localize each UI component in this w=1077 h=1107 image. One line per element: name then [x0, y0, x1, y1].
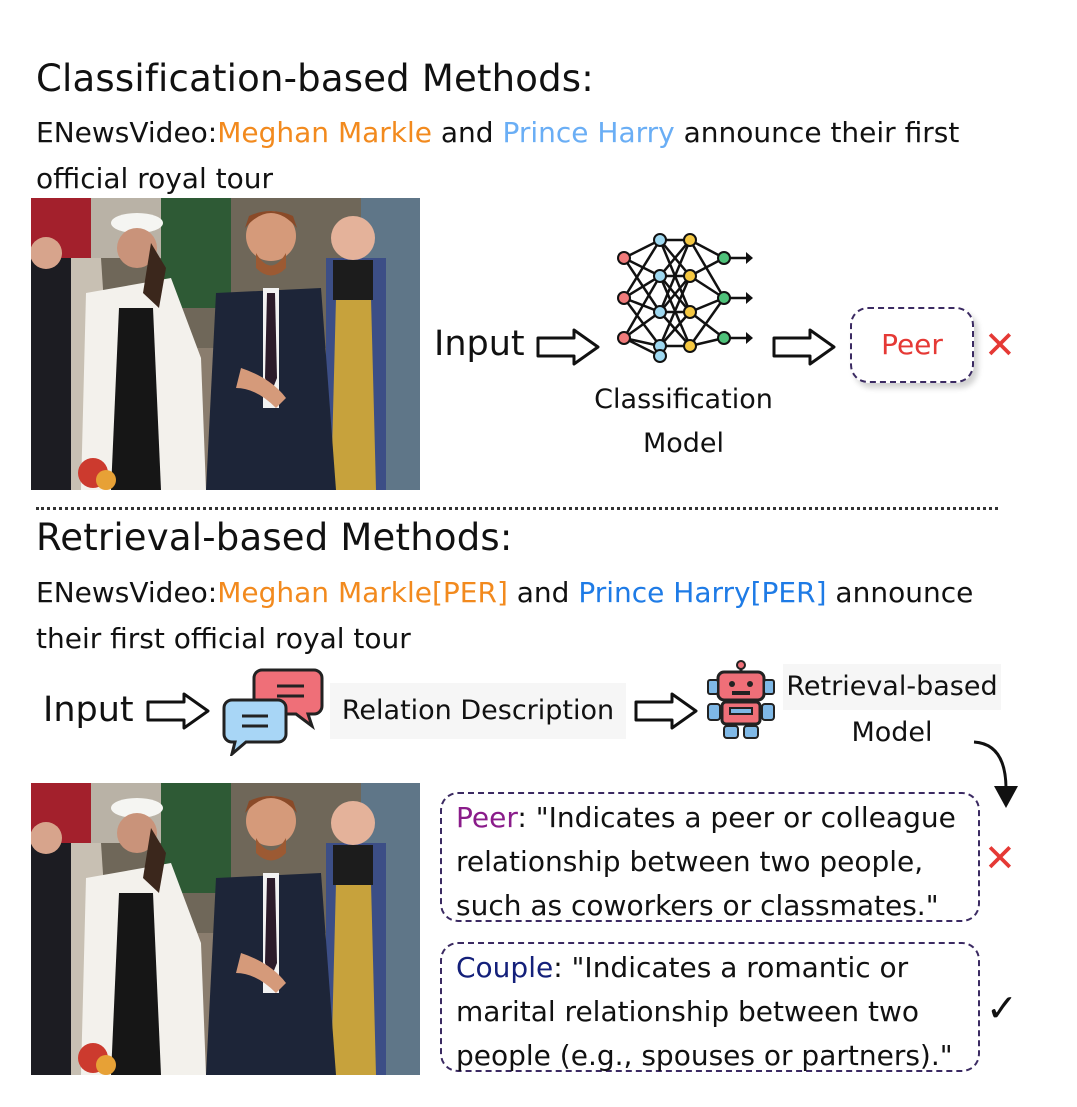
- caption-source: ENewsVideo:: [36, 576, 218, 609]
- wrong-mark-icon: ✕: [984, 323, 1016, 367]
- candidate-peer-description: : "Indicates a peer or colleague relatio…: [456, 801, 956, 922]
- input-label-top: Input: [434, 324, 525, 364]
- section-divider: [36, 507, 998, 510]
- candidate-peer-name: Peer: [456, 801, 518, 834]
- retrieval-heading: Retrieval-based Methods:: [36, 516, 513, 559]
- news-photo-top: [31, 198, 420, 490]
- wrong-mark-icon: ✕: [984, 836, 1016, 880]
- retrieval-caption: ENewsVideo:Meghan Markle[PER] and Prince…: [36, 570, 996, 662]
- retrieval-model-label: Retrieval-based Model: [783, 664, 1001, 756]
- news-photo-bottom: [31, 783, 420, 1075]
- royal-couple-photo: [31, 198, 420, 490]
- retrieval-model-line2: Model: [783, 710, 1001, 756]
- caption-source: ENewsVideo:: [36, 116, 218, 149]
- prediction-label: Peer: [881, 328, 943, 361]
- candidate-peer-box: Peer: "Indicates a peer or colleague rel…: [440, 792, 980, 922]
- arrow-right-icon: [772, 328, 836, 366]
- royal-couple-photo: [31, 783, 420, 1075]
- caption-rest: announce their first official royal tour: [36, 116, 960, 195]
- neural-network-icon: [617, 233, 753, 363]
- arrow-right-icon: [146, 692, 210, 730]
- relation-description-box: Relation Description: [330, 683, 626, 739]
- caption-rest: announce their first official royal tour: [36, 576, 974, 655]
- prediction-box: Peer: [850, 307, 974, 383]
- entity-harry-tagged: Prince Harry[PER]: [578, 576, 827, 609]
- arrow-right-icon: [536, 328, 600, 366]
- entity-meghan: Meghan Markle: [217, 116, 432, 149]
- candidate-couple-description: : "Indicates a romantic or marital relat…: [456, 951, 953, 1072]
- curved-arrow-down-icon: [973, 740, 1018, 808]
- caption-and: and: [432, 116, 503, 149]
- candidate-couple-text: Couple: "Indicates a romantic or marital…: [442, 944, 978, 1080]
- relation-description-label: Relation Description: [341, 695, 615, 726]
- model-label-line1: Classification: [594, 384, 773, 415]
- classification-caption: ENewsVideo:Meghan Markle and Prince Harr…: [36, 110, 996, 202]
- candidate-couple-name: Couple: [456, 951, 554, 984]
- model-label-line2: Model: [642, 428, 725, 459]
- classification-heading: Classification-based Methods:: [36, 57, 594, 100]
- check-mark-icon: ✓: [986, 986, 1018, 1030]
- entity-meghan-tagged: Meghan Markle[PER]: [217, 576, 508, 609]
- entity-harry: Prince Harry: [502, 116, 675, 149]
- candidate-peer-text: Peer: "Indicates a peer or colleague rel…: [442, 794, 978, 930]
- chat-bubbles-icon: [222, 668, 324, 756]
- retrieval-model-line1: Retrieval-based: [786, 671, 998, 702]
- robot-icon: [707, 660, 775, 739]
- input-label-bottom: Input: [43, 690, 134, 730]
- classification-model-label: Classification Model: [586, 378, 781, 466]
- arrow-right-icon: [634, 692, 698, 730]
- candidate-couple-box: Couple: "Indicates a romantic or marital…: [440, 942, 980, 1072]
- caption-and: and: [507, 576, 579, 609]
